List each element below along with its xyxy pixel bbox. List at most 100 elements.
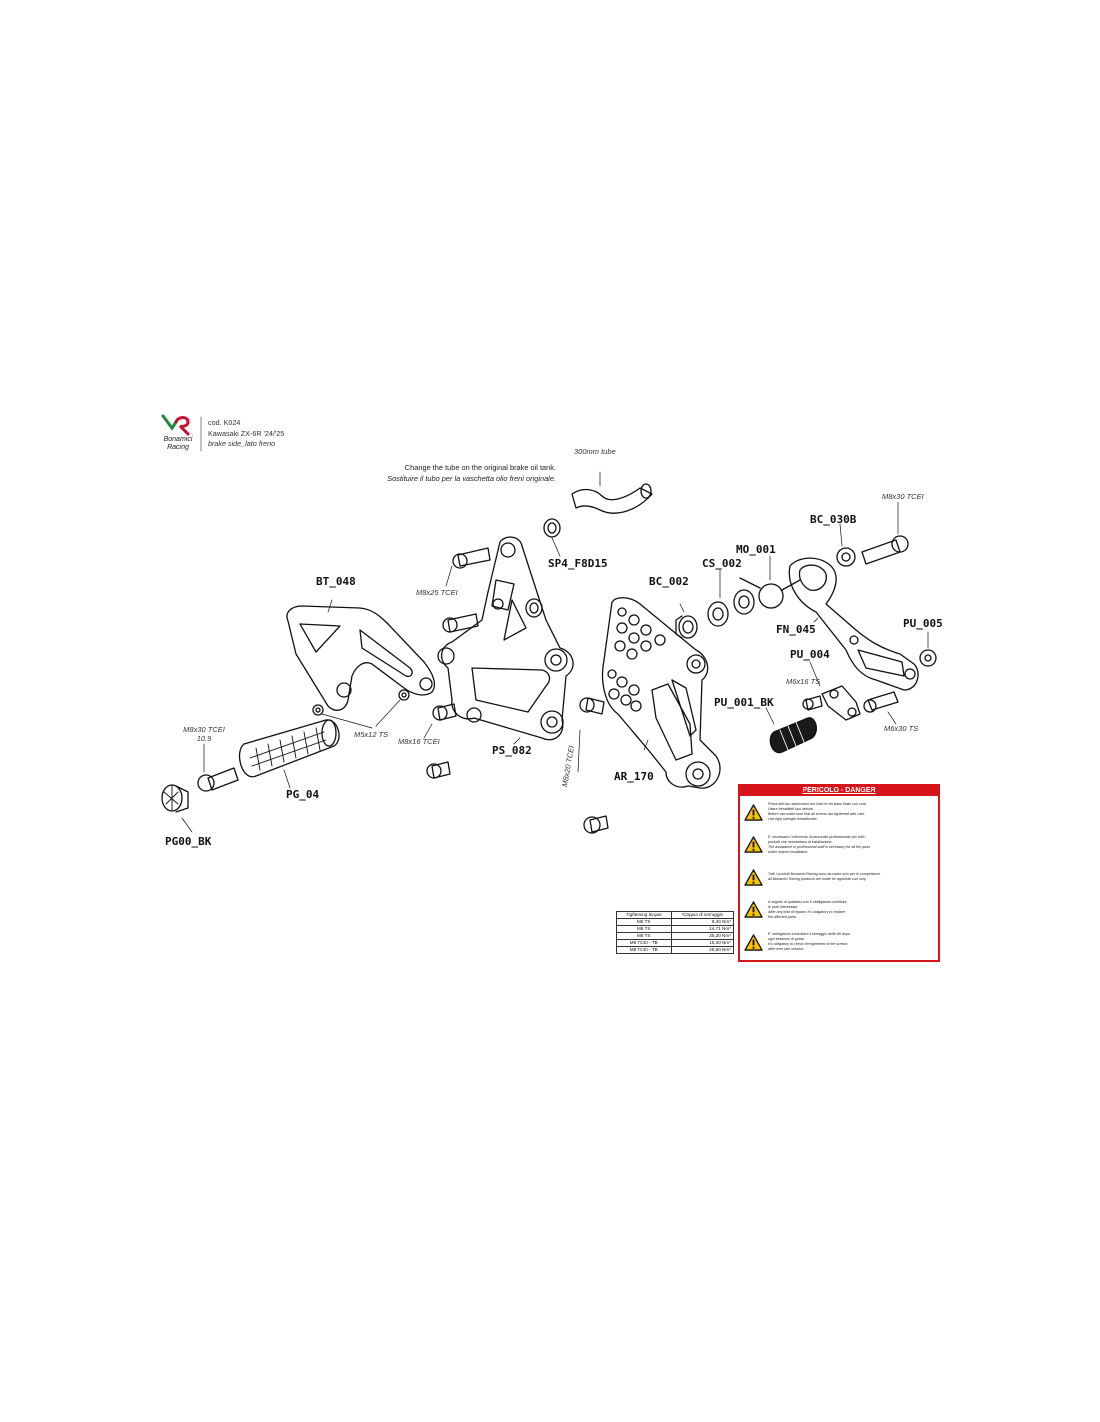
label-ar-170: AR_170 xyxy=(614,770,654,783)
label-bt-048: BT_048 xyxy=(316,575,356,588)
torque-screw: M6 TCEI - TB xyxy=(616,939,672,947)
m8x16-screws xyxy=(423,703,457,779)
torque-screw: M6 TS xyxy=(616,925,672,933)
warning-it-2: Usare frenafiletti tipo debole. xyxy=(768,807,814,812)
warning-item: A seguito di qualsiasi urto è obbligator… xyxy=(740,894,938,927)
warning-item: Tutti i prodotti Bonamici Racing sono da… xyxy=(740,861,938,894)
m8x30-peg-screw xyxy=(197,743,239,792)
warning-triangle-icon xyxy=(744,901,763,918)
label-m6x16-ts: M6x16 TS xyxy=(786,677,821,686)
m5x12-screws xyxy=(312,689,410,729)
warning-it-2: le parti interessate. xyxy=(768,904,799,909)
fn-045-brake-lever xyxy=(788,557,919,691)
m8x20-screws xyxy=(577,697,609,834)
warning-en: The assistance of professional staff is … xyxy=(768,844,871,849)
torque-header-2: *Coppia di serraggio xyxy=(670,911,735,919)
torque-screw: M8 TCEI - TB xyxy=(616,946,672,954)
m8x30-lever-screw xyxy=(861,501,909,565)
pg00-bk-endcap xyxy=(161,784,193,833)
label-sp4-f8d15: SP4_F8D15 xyxy=(548,557,608,570)
header-info: cod. K024 Kawasaki ZX-6R '24/'25 brake s… xyxy=(208,418,348,450)
bonamici-logo-icon xyxy=(161,414,190,436)
tube-note-it: Sostituire il tubo per la vaschetta olio… xyxy=(387,474,556,483)
tube-note-en: Change the tube on the original brake oi… xyxy=(404,463,556,472)
torque-header-1: Tightening torque xyxy=(616,911,672,919)
warning-item: Prima dell'uso assicurarsi che tutte le … xyxy=(740,796,938,829)
tube-note: Change the tube on the original brake oi… xyxy=(366,462,556,484)
brand-name: Bonamici Racing xyxy=(160,436,196,452)
tube-300mm xyxy=(571,471,653,514)
m6x30-screw xyxy=(863,691,899,725)
label-bc-030b: BC_030B xyxy=(810,513,857,526)
torque-value: 15,30 Nm* xyxy=(670,939,735,947)
label-m8x16-tcei: M8x16 TCEI xyxy=(398,737,440,746)
label-m5x12-ts: M5x12 TS xyxy=(354,730,389,739)
torque-table-header: Tightening torque *Coppia di serraggio xyxy=(616,911,735,919)
label-m8x30-tcei-peg: M8x30 TCEI 10.9 xyxy=(182,725,226,743)
pu-004-adjuster xyxy=(809,661,861,721)
warning-en-2: which require installation. xyxy=(768,849,809,854)
warning-it-2: ogni sessione di guida. xyxy=(768,937,805,942)
torque-value: 14,71 Nm* xyxy=(670,925,735,933)
warning-text: Prima dell'uso assicurarsi che tutte le … xyxy=(768,802,867,822)
product-code: cod. K024 xyxy=(208,418,241,427)
label-cs-002: CS_002 xyxy=(702,557,742,570)
warning-it: E' obbligatorio controllare il serraggio… xyxy=(768,932,850,937)
label-pg-04: PG_04 xyxy=(286,788,320,801)
torque-screw: M8 TS xyxy=(616,932,672,940)
warning-triangle-icon xyxy=(744,836,763,853)
label-pu-005: PU_005 xyxy=(903,617,943,630)
warning-text: A seguito di qualsiasi urto è obbligator… xyxy=(768,900,847,920)
torque-value: 25,50 Nm* xyxy=(670,946,735,954)
warning-it-2: prodotti che necessitano di installazion… xyxy=(768,839,833,844)
warning-en-2: the affected parts. xyxy=(768,914,797,919)
danger-box: PERICOLO - DANGER Prima dell'uso assicur… xyxy=(738,784,940,962)
warning-it: A seguito di qualsiasi urto è obbligator… xyxy=(768,899,847,904)
sp4-f8d15-spacers xyxy=(525,518,561,618)
warning-en: After any kind of impact, it's obligator… xyxy=(768,909,846,914)
pg-04-footpeg xyxy=(239,719,340,789)
torque-value: 35,30 Nm* xyxy=(670,932,735,940)
label-pu-001-bk: PU_001_BK xyxy=(714,696,774,709)
bc-030b-bush xyxy=(836,523,856,567)
m6x16-screw xyxy=(802,695,823,711)
torque-value: 8,40 Nm* xyxy=(670,918,735,926)
brand-line-1: Bonamici xyxy=(163,436,193,443)
warning-it: Prima dell'uso assicurarsi che tutte le … xyxy=(768,802,867,807)
warning-item: E' obbligatorio controllare il serraggio… xyxy=(740,926,938,959)
ar-170-lightening-holes xyxy=(607,607,666,712)
label-m8x30-tcei-peg-size: M8x30 TCEI xyxy=(183,725,225,734)
warning-triangle-icon xyxy=(744,804,763,821)
label-bc-002: BC_002 xyxy=(649,575,689,588)
label-fn-045: FN_045 xyxy=(776,623,816,636)
warning-it: E' necessario l'intervento di personale … xyxy=(768,834,866,839)
danger-title: PERICOLO - DANGER xyxy=(740,786,938,796)
label-m8x30-tcei-lever: M8x30 TCEI xyxy=(882,492,924,501)
pu-005-spacer xyxy=(919,631,937,667)
torque-screw: M5 TS xyxy=(616,918,672,926)
warning-item: E' necessario l'intervento di personale … xyxy=(740,829,938,862)
warning-en: It's obligatory to check the tightened o… xyxy=(768,942,848,947)
bc-002-bush xyxy=(675,603,698,639)
label-pu-004: PU_004 xyxy=(790,648,830,661)
pu-001-bk-toe xyxy=(765,707,818,754)
warning-triangle-icon xyxy=(744,869,763,886)
cs-002-bearings xyxy=(707,569,755,627)
label-m6x30-ts: M6x30 TS xyxy=(884,724,919,733)
tube-label: 300mm tube xyxy=(574,447,616,456)
ps-082-main-plate xyxy=(437,536,574,745)
warning-en-2: after ever ride session. xyxy=(768,947,805,952)
label-m8x25-tcei: M8x25 TCEI xyxy=(416,588,458,597)
model-name: Kawasaki ZX-6R '24/'25 xyxy=(208,428,285,438)
warning-en: Before use make sure that all screws are… xyxy=(768,812,866,817)
warning-text: E' necessario l'intervento di personale … xyxy=(768,835,870,855)
bt-048-heel-guard xyxy=(286,599,436,711)
label-pg00-bk: PG00_BK xyxy=(165,835,212,848)
